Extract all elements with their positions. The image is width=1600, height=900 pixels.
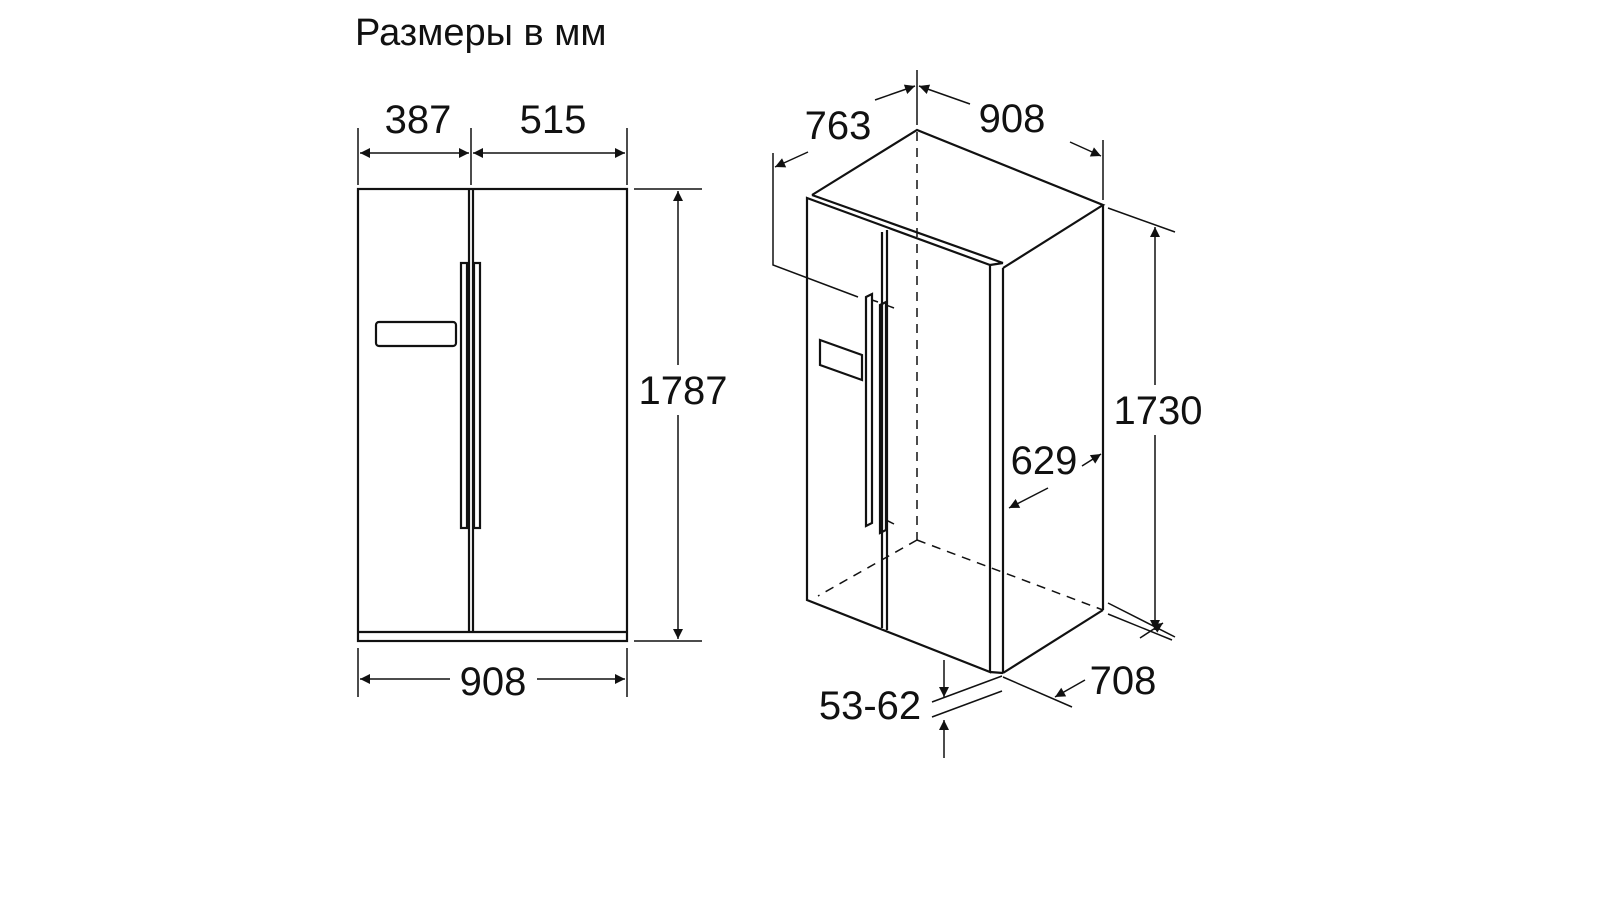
- iso-dim-height: 1730: [1114, 389, 1203, 433]
- left-handle: [459, 261, 469, 530]
- iso-dim-width: 908: [979, 97, 1046, 141]
- iso-dim-depth-handle: 763: [805, 104, 872, 148]
- iso-dim-foot-adjust: 53-62: [819, 684, 921, 728]
- dispenser-panel: [374, 320, 458, 348]
- right-handle: [472, 261, 482, 530]
- iso-handle-right: [878, 300, 888, 535]
- diagram-title: Размеры в мм: [355, 12, 606, 54]
- door-front: [805, 196, 992, 674]
- dim-label-width: 908: [460, 660, 527, 704]
- dim-label-height: 1787: [639, 369, 728, 413]
- iso-dim-depth-body: 629: [1011, 439, 1078, 483]
- front-view: 387 515 1787 908: [356, 98, 728, 704]
- dim-label-right-door: 515: [520, 98, 587, 142]
- fridge-outline: [356, 187, 629, 643]
- iso-dim-depth-total: 708: [1090, 659, 1157, 703]
- iso-handle-left: [864, 292, 874, 528]
- iso-view: 908 763 1730 629 708 53-62: [772, 70, 1203, 758]
- iso-dispenser: [818, 338, 864, 382]
- dim-label-left-door: 387: [385, 98, 452, 142]
- top-face: [811, 128, 1106, 269]
